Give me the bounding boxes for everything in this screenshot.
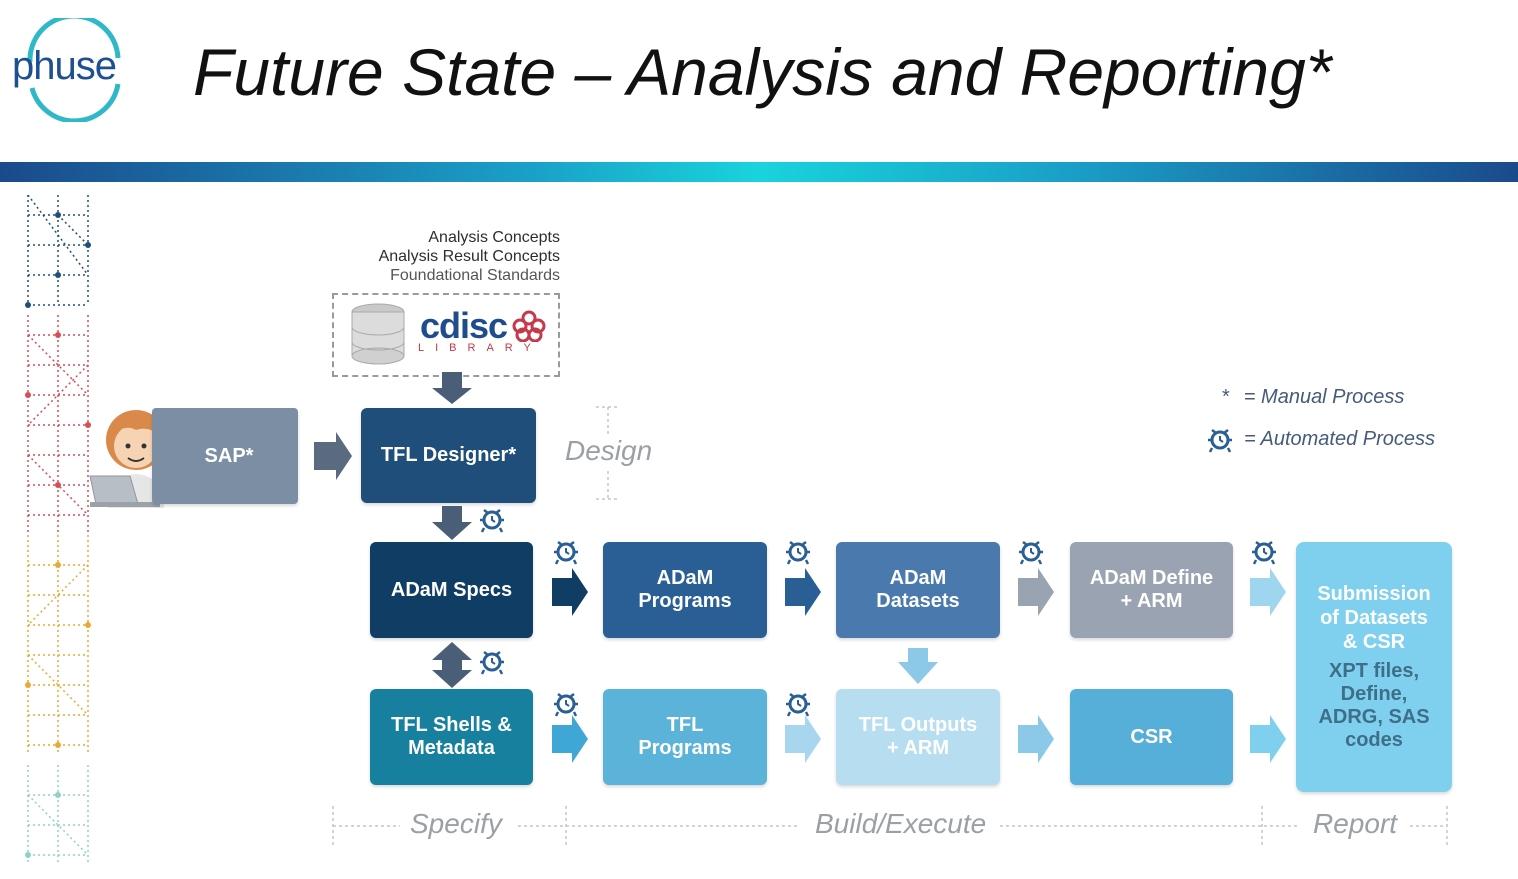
tfl-programs-box: TFL Programs	[603, 689, 767, 785]
phuse-logo-ring	[27, 18, 121, 122]
stage-build-execute: Build/Execute	[815, 808, 987, 839]
gear-clock-icon	[478, 650, 506, 676]
library-notes: Analysis Concepts Analysis Result Concep…	[300, 228, 560, 285]
tfl-shells-label: TFL Shells & Metadata	[391, 714, 512, 759]
gear-clock-icon	[552, 540, 580, 566]
adam-programs-box: ADaM Programs	[603, 542, 767, 638]
legend-manual: * = Manual Process	[1222, 386, 1404, 409]
cdisc-flower-icon	[512, 310, 546, 342]
arrow-right-icon	[1250, 568, 1286, 616]
phuse-logo: phuse	[12, 44, 117, 88]
arrow-right-icon	[785, 568, 821, 616]
gear-clock-icon	[784, 692, 812, 718]
sap-box: SAP*	[152, 408, 298, 504]
adam-datasets-label: ADaM Datasets	[876, 567, 960, 612]
page-title: Future State – Analysis and Reporting*	[193, 35, 1332, 109]
gear-clock-icon	[478, 508, 506, 534]
note-analysis-concepts: Analysis Concepts	[428, 229, 560, 246]
note-analysis-result-concepts: Analysis Result Concepts	[378, 248, 560, 265]
arrow-down-icon	[432, 506, 472, 540]
adam-specs-box: ADaM Specs	[370, 542, 533, 638]
arrow-down-icon	[898, 648, 938, 684]
gear-clock-icon	[1250, 540, 1278, 566]
adam-define-label: ADaM Define + ARM	[1089, 567, 1214, 612]
gear-clock-icon	[552, 692, 580, 718]
arrow-right-icon	[1018, 568, 1054, 616]
legend-automated: = Automated Process	[1244, 428, 1435, 451]
arrow-updown-icon	[432, 642, 472, 688]
arrow-right-icon	[314, 432, 352, 480]
adam-datasets-box: ADaM Datasets	[836, 542, 1000, 638]
cdisc-logo-word: cdisc	[420, 305, 508, 346]
arrow-right-icon	[1250, 715, 1286, 763]
tfl-designer-label: TFL Designer*	[380, 444, 517, 466]
gear-clock-icon	[1017, 540, 1045, 566]
tfl-outputs-label: TFL Outputs + ARM	[858, 714, 978, 759]
arrow-right-icon	[552, 715, 588, 763]
gear-clock-icon	[1206, 428, 1234, 454]
legend-manual-text: = Manual Process	[1243, 386, 1405, 408]
arrow-right-icon	[552, 568, 588, 616]
csr-box: CSR	[1070, 689, 1233, 785]
person-laptop-icon	[89, 410, 166, 508]
stage-specify: Specify	[410, 808, 502, 839]
adam-define-box: ADaM Define + ARM	[1070, 542, 1233, 638]
gear-clock-icon	[784, 540, 812, 566]
decorative-lattice	[25, 195, 91, 865]
submission-box: Submission of Datasets & CSR XPT files, …	[1296, 542, 1452, 792]
stage-design: Design	[565, 435, 653, 466]
tfl-shells-box: TFL Shells & Metadata	[370, 689, 533, 785]
tfl-programs-label: TFL Programs	[638, 714, 732, 759]
stage-report: Report	[1313, 808, 1398, 839]
tfl-designer-box: TFL Designer*	[361, 408, 536, 503]
cdisc-library-word: LIBRARY	[418, 342, 542, 354]
arrow-right-icon	[1018, 715, 1054, 763]
adam-programs-label: ADaM Programs	[638, 567, 732, 612]
sap-label: SAP*	[204, 444, 254, 467]
legend-automated-text: = Automated Process	[1244, 428, 1436, 450]
tfl-outputs-box: TFL Outputs + ARM	[836, 689, 1000, 785]
legend-manual-symbol: *	[1222, 386, 1230, 408]
arrow-right-icon	[785, 715, 821, 763]
submission-detail: XPT files, Define, ADRG, SAS codes	[1318, 660, 1430, 751]
adam-specs-label: ADaM Specs	[390, 578, 513, 601]
design-bracket	[596, 406, 620, 500]
note-foundational-standards: Foundational Standards	[390, 267, 560, 284]
csr-label: CSR	[1130, 725, 1173, 748]
database-icon	[351, 303, 405, 365]
header-divider-bar	[0, 162, 1518, 182]
submission-title: Submission of Datasets & CSR	[1317, 583, 1431, 653]
